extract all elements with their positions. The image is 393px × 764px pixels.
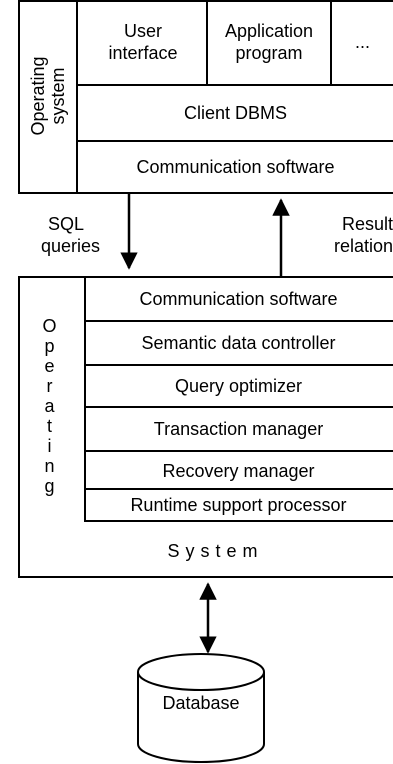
database-cylinder <box>137 653 265 763</box>
client-communication-cell: Communication software <box>136 157 335 177</box>
client-os-divider <box>76 0 78 194</box>
sql-queries-label: SQL queries <box>41 214 101 256</box>
client-os-label: Operating system <box>28 56 68 136</box>
user-interface-cell: User interface <box>108 21 178 63</box>
server-os-vertical-label: O p e r a t i n g <box>30 316 70 496</box>
os-letter: i <box>47 436 53 456</box>
application-program-cell: Application program <box>224 21 314 63</box>
server-system-label: System <box>167 541 264 561</box>
runtime-support-processor: Runtime support processor <box>84 488 393 522</box>
query-optimizer: Query optimizer <box>84 364 393 406</box>
client-dbms-cell: Client DBMS <box>183 103 288 123</box>
more-applications-cell: ... <box>354 32 370 52</box>
os-letter: O <box>42 316 58 336</box>
cell-divider-1 <box>206 0 208 84</box>
os-letter: r <box>46 376 54 396</box>
os-letter: p <box>44 336 56 356</box>
client-os-label-wrap: Operating system <box>20 0 76 192</box>
recovery-manager: Recovery manager <box>84 450 393 490</box>
server-stack-divider <box>84 276 86 522</box>
os-letter: n <box>44 456 56 476</box>
cell-divider-2 <box>330 0 332 84</box>
transaction-manager: Transaction manager <box>84 406 393 450</box>
client-row-sep-1 <box>76 84 393 86</box>
os-letter: a <box>44 396 56 416</box>
server-machine-box <box>18 276 393 578</box>
os-letter: e <box>44 356 56 376</box>
client-row-sep-2 <box>76 140 393 142</box>
client-server-arrows <box>120 194 290 276</box>
result-relation-label: Result relation <box>333 214 393 256</box>
semantic-data-controller: Semantic data controller <box>84 320 393 364</box>
client-machine-box <box>18 0 393 194</box>
os-letter: t <box>46 416 53 436</box>
server-database-arrow <box>199 582 217 654</box>
database-label: Database <box>162 693 240 713</box>
os-letter: g <box>44 476 56 496</box>
server-communication-software: Communication software <box>139 288 338 309</box>
